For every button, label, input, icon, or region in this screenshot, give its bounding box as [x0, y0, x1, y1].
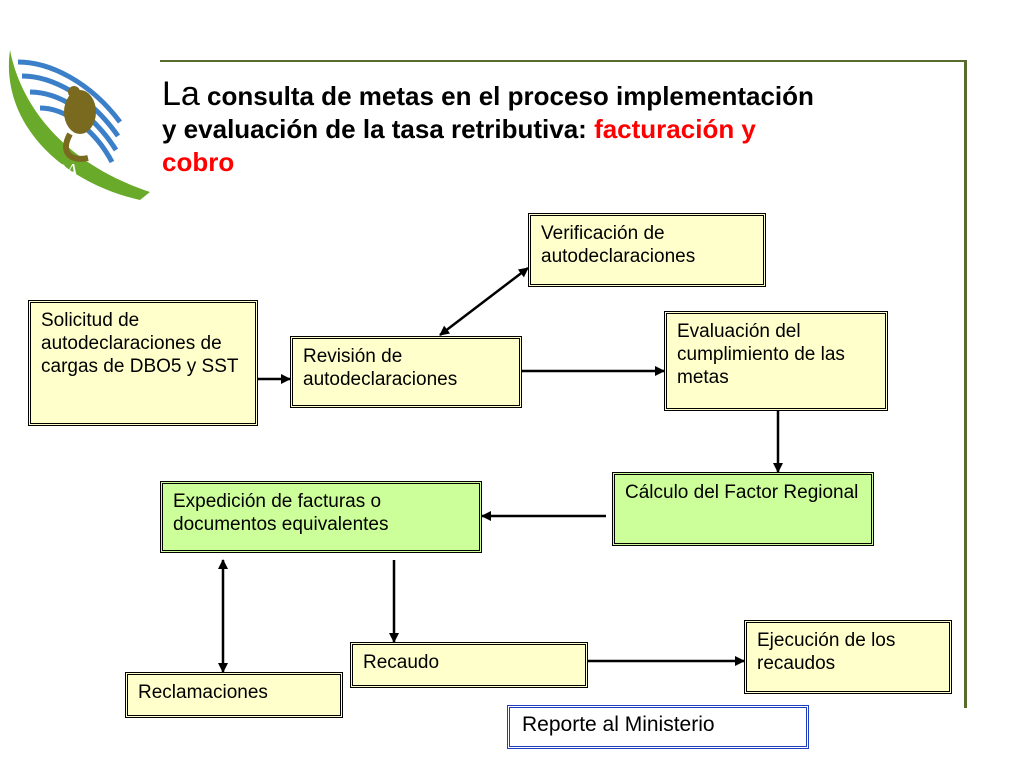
logo-text: CRA: [40, 160, 79, 182]
node-ejecucion-label: Ejecución de los recaudos: [757, 630, 896, 674]
title-line-1-rest: consulta de metas en el proceso implemen…: [199, 81, 814, 111]
title-lead: La: [162, 75, 200, 113]
slide-title: La consulta de metas en el proceso imple…: [162, 75, 1022, 179]
node-reclamaciones-label: Reclamaciones: [138, 682, 268, 703]
node-expedicion: Expedición de facturas o documentos equi…: [160, 481, 482, 553]
frame-top-line: [160, 60, 966, 62]
node-verificacion: Verificación de autodeclaraciones: [528, 213, 766, 287]
node-reporte: Reporte al Ministerio: [507, 705, 809, 749]
logo-gecko-head: [68, 86, 80, 98]
frame-right-line: [964, 60, 967, 708]
title-line-3: cobro: [162, 147, 235, 177]
node-recaudo-label: Recaudo: [363, 652, 440, 673]
node-evaluacion-label: Evaluación del cumplimiento de las metas: [677, 321, 845, 388]
title-accent-1: facturación y: [594, 114, 756, 144]
arrow-revision-verificacion: [439, 267, 529, 336]
node-solicitud-label: Solicitud de autodeclaraciones de cargas…: [41, 310, 239, 377]
node-reporte-label: Reporte al Ministerio: [522, 713, 715, 736]
node-expedicion-label: Expedición de facturas o documentos equi…: [173, 491, 389, 535]
node-ejecucion: Ejecución de los recaudos: [744, 620, 952, 694]
node-solicitud: Solicitud de autodeclaraciones de cargas…: [28, 300, 258, 426]
node-reclamaciones: Reclamaciones: [125, 672, 343, 718]
title-line-1: La consulta de metas en el proceso imple…: [162, 75, 1022, 113]
node-evaluacion: Evaluación del cumplimiento de las metas: [664, 311, 888, 411]
cra-logo: CRA: [8, 50, 150, 200]
logo-gecko-tail: [63, 132, 89, 162]
node-verificacion-label: Verificación de autodeclaraciones: [541, 223, 696, 267]
node-calculo: Cálculo del Factor Regional: [612, 472, 874, 546]
logo-wave-1: [17, 59, 122, 124]
node-recaudo: Recaudo: [350, 642, 588, 688]
node-revision: Revisión de autodeclaraciones: [290, 336, 522, 408]
node-revision-label: Revisión de autodeclaraciones: [303, 346, 458, 390]
title-line-2-text: y evaluación de la tasa retributiva:: [162, 114, 595, 144]
title-line-2: y evaluación de la tasa retributiva: fac…: [162, 113, 1022, 146]
logo-leaf: [8, 50, 150, 200]
logo-gecko-body: [64, 90, 96, 134]
node-calculo-label: Cálculo del Factor Regional: [625, 482, 859, 503]
